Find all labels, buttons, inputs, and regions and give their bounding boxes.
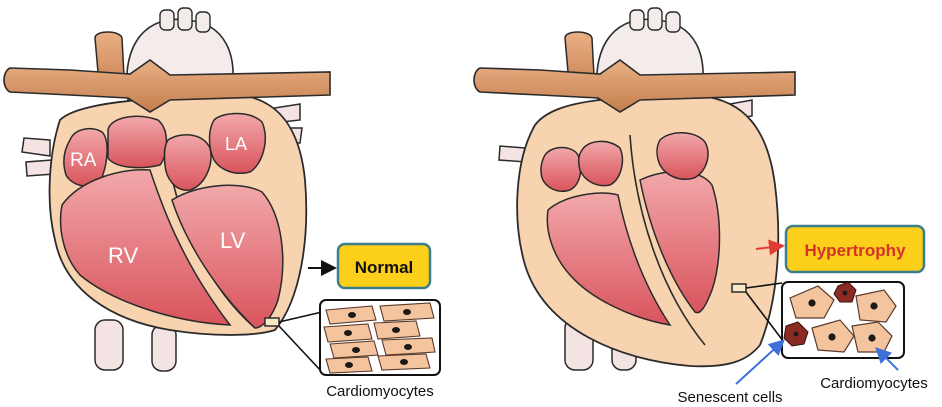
right-ventricle-outflow	[108, 116, 167, 167]
pulmonary-veins-left	[22, 138, 54, 176]
normal-heart: RA RV LA LV Normal	[4, 8, 440, 400]
right-atrium-hypertrophy	[541, 148, 581, 192]
zoom-line-bottom	[279, 326, 322, 372]
aortic-branches-hypertrophy	[630, 8, 680, 32]
hypertrophy-label: Hypertrophy	[804, 241, 906, 260]
aortic-branches	[160, 8, 210, 32]
sample-site-marker-hypertrophy	[732, 284, 746, 292]
sample-site-marker	[265, 318, 279, 326]
hypertrophy-cells-caption: Cardiomyocytes	[820, 375, 928, 392]
label-rv: RV	[108, 243, 138, 268]
hypertrophic-heart: Hypertrophy Senescent cells Cardiomyocyt	[474, 8, 928, 406]
normal-label: Normal	[355, 258, 414, 277]
senescent-cells-caption: Senescent cells	[677, 389, 782, 406]
normal-cells-caption: Cardiomyocytes	[326, 383, 434, 400]
label-ra: RA	[70, 150, 97, 171]
label-lv: LV	[220, 228, 246, 253]
label-la: LA	[225, 134, 247, 154]
